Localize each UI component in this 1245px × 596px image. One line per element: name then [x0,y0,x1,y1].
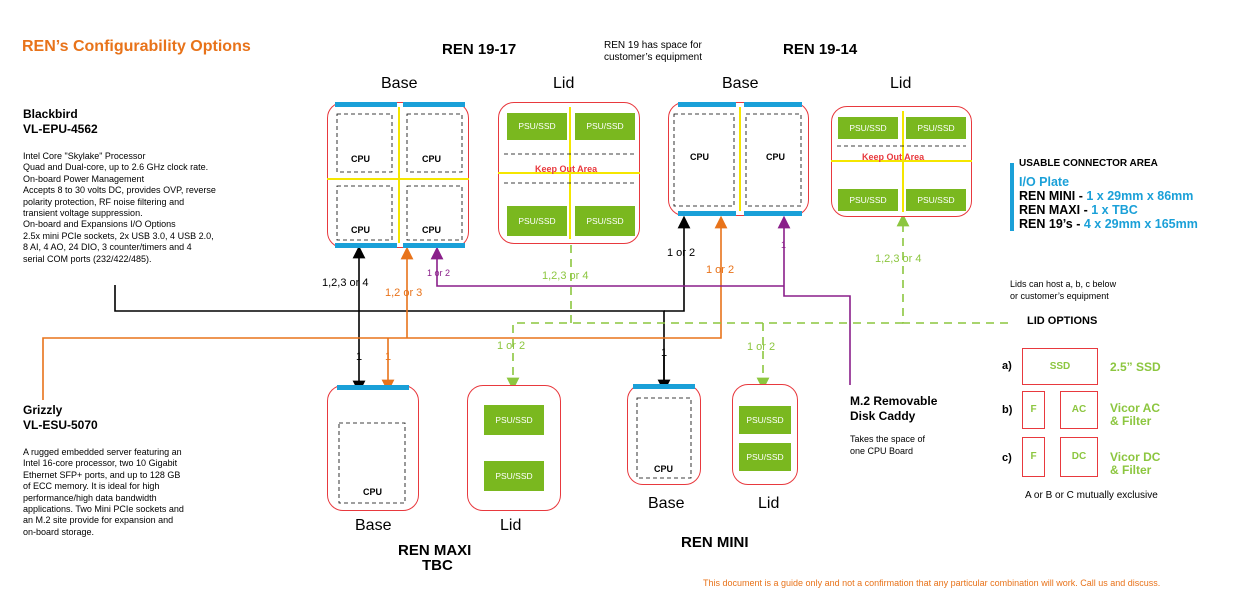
grizzly-name: Grizzly VL-ESU-5070 [23,403,98,432]
page-title: REN’s Configurability Options [22,38,251,55]
ren-mini-lid-label: Lid [758,495,780,512]
ren-maxi-tbc: TBC [422,557,453,574]
psu-ssd-slot: PSU/SSD [575,206,635,236]
connection-label: 1 [781,240,787,250]
ren-19-14-heading: REN 19-14 [783,41,858,58]
cpu-label: CPU [363,487,383,497]
connection-label: 1 [385,351,392,363]
lid-options-footer: A or B or C mutually exclusive [1025,490,1158,501]
option-c-letter: c) [1002,452,1012,464]
connection-label: 1 or 2 [706,264,735,276]
lid-options-note: Lids can host a, b, c below or customer’… [1010,279,1117,301]
option-b-filter-box: F [1022,391,1045,429]
ren-maxi-heading: REN MAXI [398,542,472,559]
blackbird-description: Intel Core "Skylake" Processor Quad and … [23,151,216,264]
connection-label: 1 or 2 [667,247,696,259]
psu-ssd-slot: PSU/SSD [838,117,898,139]
ren1917-lid-layout [498,107,640,239]
cpu-label: CPU [766,152,786,162]
psu-ssd-slot: PSU/SSD [484,405,544,435]
cpu-label: CPU [351,225,371,235]
psu-ssd-slot: PSU/SSD [838,189,898,211]
purple-connector-lines [430,215,851,385]
option-b-letter: b) [1002,404,1013,416]
m2-caddy-note: Takes the space of one CPU Board [850,434,926,456]
option-a-ssd-box: SSD [1022,348,1098,385]
connection-label: 1,2 or 3 [385,287,423,299]
ren-maxi-base-layout [337,385,409,504]
blackbird-name: Blackbird VL-EPU-4562 [23,107,98,136]
psu-ssd-slot: PSU/SSD [507,206,567,236]
ren-maxi-base-label: Base [355,517,392,534]
option-a-letter: a) [1002,360,1012,372]
ren1914-lid-layout [831,111,972,212]
grizzly-description: A rugged embedded server featuring an In… [23,447,184,537]
connector-area-title: USABLE CONNECTOR AREA [1019,158,1158,169]
connector-row: REN 19’s - 4 x 29mm x 165mm [1019,217,1198,231]
black-connector-lines [114,215,691,394]
disclaimer: This document is a guide only and not a … [703,578,1161,588]
connection-label: 1 or 2 [497,340,526,352]
ren-mini-base-label: Base [648,495,685,512]
m2-caddy-title: M.2 Removable Disk Caddy [850,394,938,423]
ren1914-base-label: Base [722,75,759,92]
io-plate-label: I/O Plate [1019,175,1070,189]
connection-label: 1 or 2 [427,268,451,278]
cpu-label: CPU [422,225,442,235]
ren1914-lid-box: PSU/SSD PSU/SSD PSU/SSD PSU/SSD Keep Out… [831,106,972,217]
ren1914-base-layout [673,102,802,216]
lid-options-title: LID OPTIONS [1027,315,1098,327]
connection-label: 1 or 2 [747,341,776,353]
ren-mini-base-layout [633,384,695,479]
connection-label: 1 [661,347,668,359]
option-a-text: 2.5” SSD [1110,360,1161,374]
option-b-ac-box: AC [1060,391,1098,429]
cpu-label: CPU [690,152,710,162]
cpu-label: CPU [422,154,442,164]
ren1914-lid-label: Lid [890,75,912,92]
option-c-dc-box: DC [1060,437,1098,477]
psu-ssd-slot: PSU/SSD [739,443,791,471]
psu-ssd-slot: PSU/SSD [906,189,966,211]
option-c-text: Vicor DC & Filter [1110,450,1161,477]
ren-maxi-lid-label: Lid [500,517,522,534]
connection-label: 1 [356,351,363,363]
connection-label: 1,2,3 or 4 [322,277,369,289]
connector-row: REN MAXI - 1 x TBC [1019,203,1138,217]
connection-label: 1,2,3 or 4 [542,270,589,282]
option-c-filter-box: F [1022,437,1045,477]
connector-row: REN MINI - 1 x 29mm x 86mm [1019,189,1194,203]
ren1917-base-box: CPU CPU CPU CPU [327,102,469,248]
keep-out-area-label: Keep Out Area [862,152,925,162]
keep-out-area-label: Keep Out Area [535,164,598,174]
ren1917-lid-box: PSU/SSD PSU/SSD PSU/SSD PSU/SSD Keep Out… [498,102,640,244]
psu-ssd-slot: PSU/SSD [507,113,567,140]
psu-ssd-slot: PSU/SSD [739,406,791,434]
ren-mini-lid-box: PSU/SSD PSU/SSD [732,384,798,485]
ren1914-base-box: CPU CPU [668,102,809,216]
connector-area-bar [1010,163,1014,231]
psu-ssd-slot: PSU/SSD [484,461,544,491]
cpu-label: CPU [351,154,371,164]
ren-mini-heading: REN MINI [681,534,749,551]
ren1917-base-layout [327,102,469,248]
ren1917-lid-label: Lid [553,75,575,92]
connection-label: 1,2,3 or 4 [875,253,922,265]
psu-ssd-slot: PSU/SSD [906,117,966,139]
cpu-label: CPU [654,464,674,474]
ren-maxi-base-box: CPU [327,385,419,511]
option-b-text: Vicor AC & Filter [1110,401,1161,428]
ren-19-17-heading: REN 19-17 [442,41,517,58]
ren19-note: REN 19 has space for customer’s equipmen… [604,40,703,63]
ren-maxi-lid-box: PSU/SSD PSU/SSD [467,385,561,511]
ren-mini-base-box: CPU [627,384,701,485]
psu-ssd-slot: PSU/SSD [575,113,635,140]
ren1917-base-label: Base [381,75,418,92]
orange-connector-lines [42,215,728,400]
